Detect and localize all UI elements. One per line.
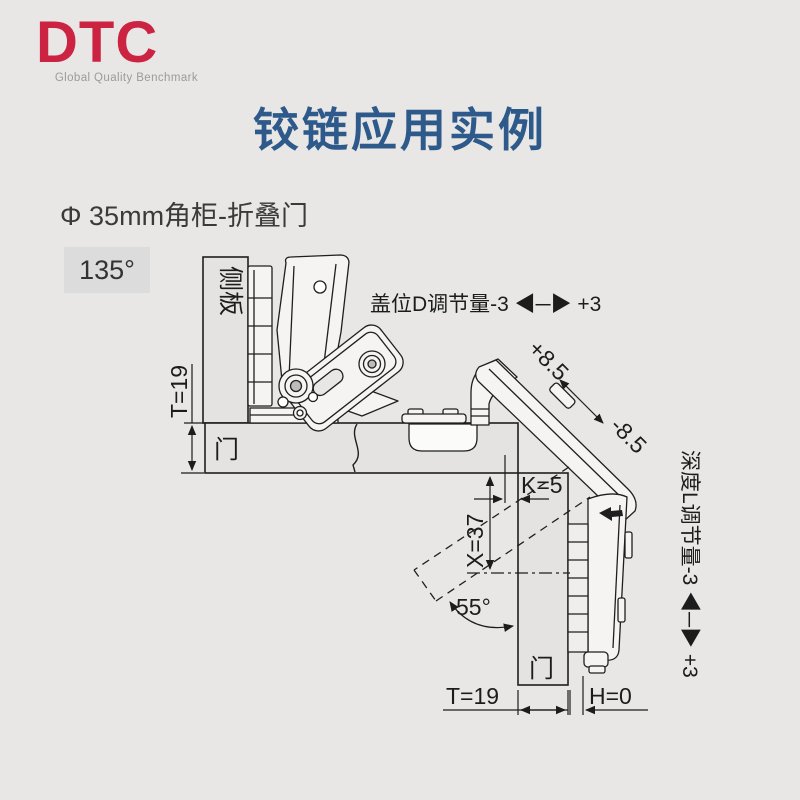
h-dim-label: H=0 <box>589 683 632 709</box>
depth-adjust-label: 深度L调节量-3 ◀─▶ +3 <box>678 450 701 678</box>
hinge-arm-right <box>567 493 633 674</box>
adjust-arrow-icon <box>599 507 623 521</box>
cup-bore <box>408 423 478 452</box>
minus-offset-label: -8.5 <box>605 412 651 458</box>
plus-offset-label: +8.5 <box>523 335 573 385</box>
side-panel-label: 侧板 <box>216 266 244 316</box>
x-dim-label: X=37 <box>462 514 488 568</box>
swing-reference <box>413 466 591 602</box>
opening-angle-badge: 135° <box>64 247 150 293</box>
hinge-technical-drawing: 侧板 门 门 T=19 盖位D调节量-3 ◀─▶ +3 +8.5 -8.5 K=… <box>166 254 701 715</box>
hinge-cup <box>401 408 478 452</box>
hinge-135 <box>247 254 404 432</box>
cover-adjust-label: 盖位D调节量-3 ◀─▶ +3 <box>370 293 601 316</box>
page-subtitle: Φ 35mm角柜-折叠门 <box>60 201 309 231</box>
dtc-logo: DTC Global Quality Benchmark <box>36 10 216 85</box>
thickness-bottom-label: T=19 <box>446 683 499 709</box>
k-dim-label: K=5 <box>521 472 563 498</box>
dtc-logo-tagline: Global Quality Benchmark <box>54 72 198 84</box>
page-title: 铰链应用实例 <box>253 104 547 156</box>
angle-55-label: 55° <box>456 594 491 620</box>
thickness-top-label: T=19 <box>166 365 192 418</box>
dtc-logo-text: DTC <box>36 10 159 75</box>
door-panel-vertical <box>517 472 569 686</box>
dimensions <box>181 364 648 715</box>
door-right-label: 门 <box>529 655 554 683</box>
door-top-label: 门 <box>214 436 239 464</box>
break-line <box>352 423 359 473</box>
